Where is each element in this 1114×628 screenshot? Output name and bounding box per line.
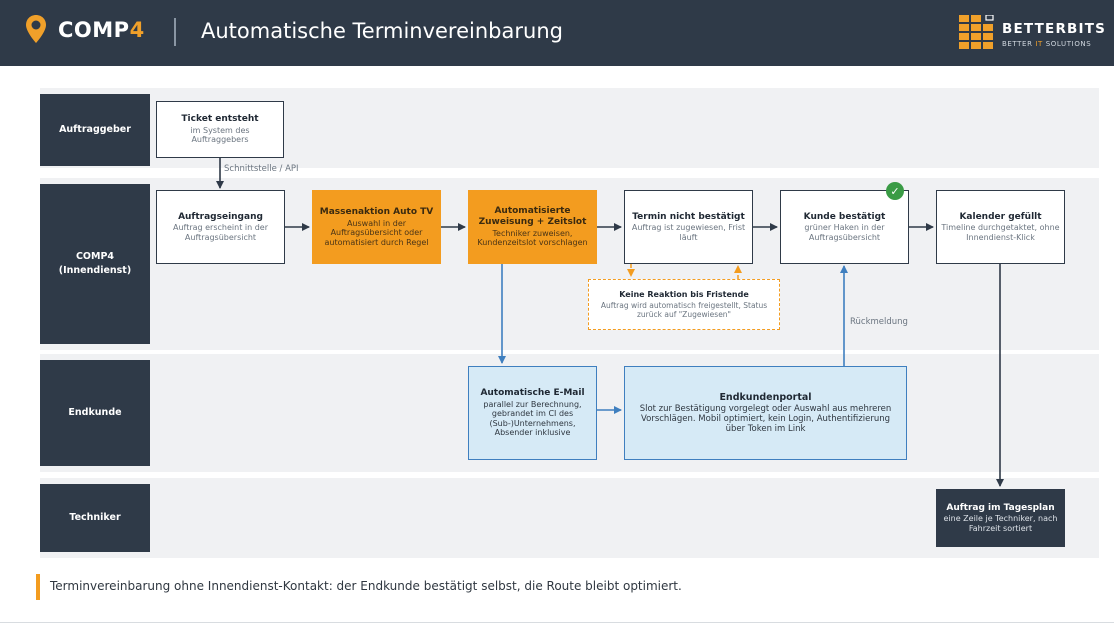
partner-name: BETTERBITS xyxy=(1002,21,1107,37)
node-kunde: Kunde bestätigt grüner Haken in der Auft… xyxy=(780,190,909,264)
edge-label-rueckmeldung: Rückmeldung xyxy=(850,317,908,327)
confirmed-check-icon: ✓ xyxy=(886,182,904,200)
node-kalender: Kalender gefüllt Timeline durchgetaktet,… xyxy=(936,190,1065,264)
node-tagesplan-desc: eine Zeile je Techniker, nach Fahrzeit s… xyxy=(943,514,1058,533)
node-zuweisung-desc: Techniker zuweisen, Kundenzeitslot vorsc… xyxy=(477,228,588,248)
node-portal-desc: Slot zur Bestätigung vorgelegt oder Ausw… xyxy=(639,403,892,435)
node-termin-title: Termin nicht bestätigt xyxy=(632,211,745,222)
node-zuweisung-title: Automatisierte Zuweisung + Zeitslot xyxy=(478,206,587,227)
node-kunde-title: Kunde bestätigt xyxy=(803,211,886,222)
node-auftragseingang: Auftragseingang Auftrag erscheint in der… xyxy=(156,190,285,264)
partner-tagline: BETTER IT SOLUTIONS xyxy=(1002,40,1092,48)
node-kalender-title: Kalender gefüllt xyxy=(959,211,1042,222)
betterbits-logo-icon xyxy=(959,15,994,49)
lane-background-techniker xyxy=(40,478,1099,558)
node-ticket: Ticket entsteht im System des Auftraggeb… xyxy=(156,101,284,158)
footer-accent-bar xyxy=(36,574,40,600)
node-massenaktion-desc: Auswahl in der Auftragsübersicht oder au… xyxy=(324,218,429,247)
lane-label-techniker: Techniker xyxy=(40,484,150,552)
node-termin-desc: Auftrag ist zugewiesen, Frist läuft xyxy=(631,223,746,242)
node-tagesplan-title: Auftrag im Tagesplan xyxy=(946,502,1055,513)
location-pin-icon xyxy=(26,15,46,43)
lane-label-endkunde: Endkunde xyxy=(40,360,150,466)
footer-divider xyxy=(0,622,1114,623)
node-zuweisung: Automatisierte Zuweisung + Zeitslot Tech… xyxy=(468,190,597,264)
node-tagesplan: Auftrag im Tagesplan eine Zeile je Techn… xyxy=(936,489,1065,547)
node-portal: Endkundenportal Slot zur Bestätigung vor… xyxy=(624,366,907,460)
header-bar: COMP4 Automatische Terminvereinbarung BE… xyxy=(0,0,1114,66)
node-email: Automatische E-Mail parallel zur Berechn… xyxy=(468,366,597,460)
node-email-desc: parallel zur Berechnung, gebrandet im CI… xyxy=(483,399,582,438)
node-massenaktion: Massenaktion Auto TV Auswahl in der Auft… xyxy=(312,190,441,264)
footer-summary: Terminvereinbarung ohne Innendienst-Kont… xyxy=(50,579,682,593)
node-ticket-title: Ticket entsteht xyxy=(181,114,259,124)
edge-label-schnittstelle: Schnittstelle / API xyxy=(224,164,299,174)
node-kunde-desc: grüner Haken in der Auftragsübersicht xyxy=(804,223,885,242)
node-keine-reaktion-title: Keine Reaktion bis Fristende xyxy=(619,290,749,300)
node-keine-reaktion: Keine Reaktion bis Fristende Auftrag wir… xyxy=(588,279,780,330)
node-kalender-desc: Timeline durchgetaktet, ohne Innendienst… xyxy=(941,223,1060,242)
node-email-title: Automatische E-Mail xyxy=(480,387,585,398)
brand-logo-text: COMP4 xyxy=(58,18,145,42)
lane-label-comp4: COMP4 (Innendienst) xyxy=(40,184,150,344)
node-keine-reaktion-desc: Auftrag wird automatisch freigestellt, S… xyxy=(600,300,768,319)
node-ticket-desc: im System des Auftraggebers xyxy=(190,125,250,145)
node-auftragseingang-title: Auftragseingang xyxy=(178,211,263,222)
page-title: Automatische Terminvereinbarung xyxy=(201,19,563,43)
node-termin: Termin nicht bestätigt Auftrag ist zugew… xyxy=(624,190,753,264)
node-auftragseingang-desc: Auftrag erscheint in der Auftragsübersic… xyxy=(172,223,269,242)
node-massenaktion-title: Massenaktion Auto TV xyxy=(319,206,434,217)
header-divider xyxy=(174,18,176,46)
node-portal-title: Endkundenportal xyxy=(719,391,812,403)
lane-label-auftraggeber: Auftraggeber xyxy=(40,94,150,166)
